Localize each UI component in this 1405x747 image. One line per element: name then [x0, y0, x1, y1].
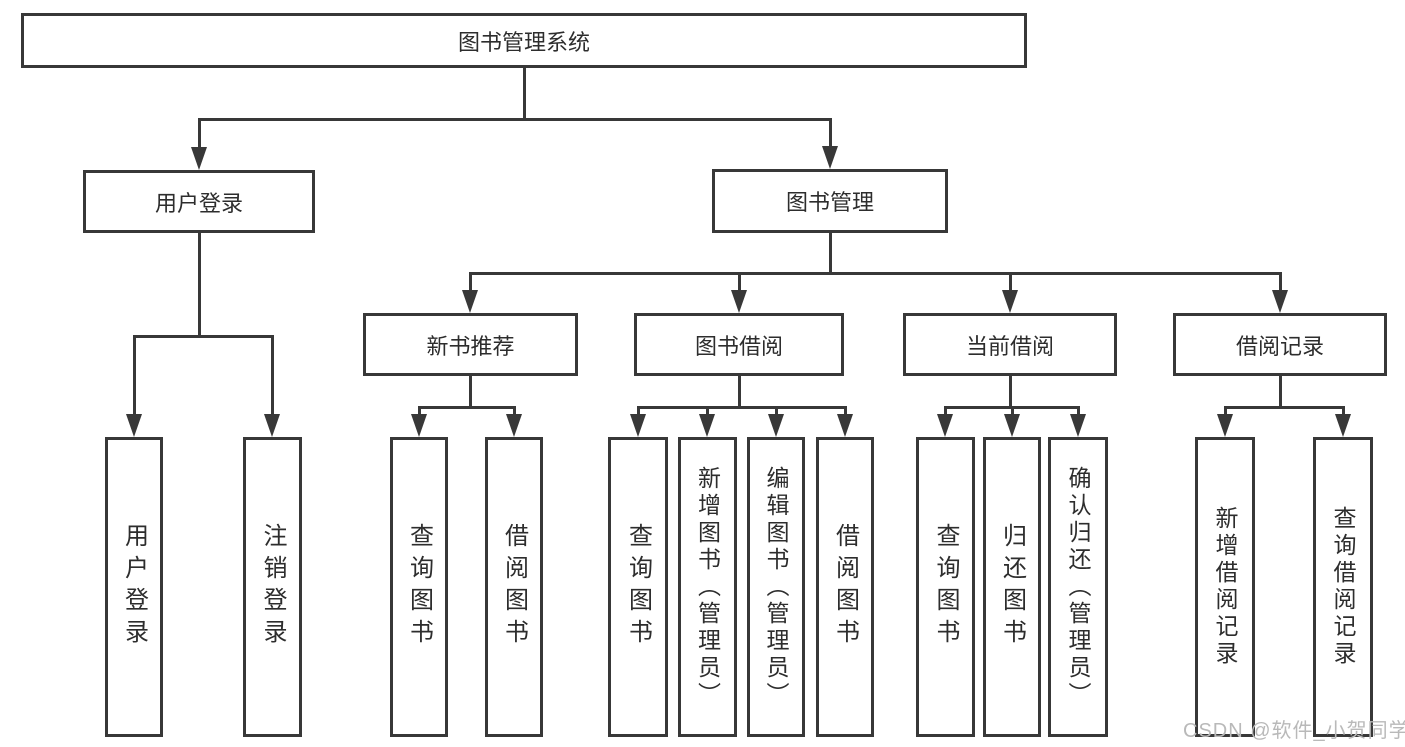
connector-1-drop-0: [132, 336, 136, 417]
leaf-confirm-return-label: 确认归还（管理员）: [1065, 465, 1091, 709]
root-system-label: 图书管理系统: [457, 29, 590, 55]
user-login-module-label: 用户登录: [154, 190, 243, 216]
leaf-edit-book-admin-box: 编辑图书（管理员）: [747, 437, 805, 737]
book-management-module-box: 图书管理: [712, 169, 948, 233]
connector-0-stem: [522, 68, 526, 121]
leaf-add-borrow-record-box: 新增借阅记录: [1195, 437, 1255, 737]
connector-4-drop-2: [774, 407, 778, 417]
connector-1-drop-1: [270, 336, 274, 417]
leaf-borrow-book-rec-label: 借阅图书: [500, 523, 528, 651]
current-borrowing-label: 当前借阅: [965, 333, 1054, 359]
connector-0-arrowhead-0: [191, 147, 207, 170]
connector-6-bus: [1223, 405, 1345, 409]
connector-3-stem: [468, 376, 472, 409]
leaf-borrow-book-label: 借阅图书: [831, 523, 859, 651]
new-book-recommend-label: 新书推荐: [426, 333, 515, 359]
leaf-borrow-book-rec-box: 借阅图书: [485, 437, 543, 737]
connector-4-arrowhead-3: [837, 414, 853, 437]
leaf-add-book-admin-label: 新增图书（管理员）: [694, 465, 721, 709]
connector-5-drop-0: [943, 407, 947, 417]
connector-3-drop-1: [512, 407, 516, 417]
connector-5-drop-2: [1076, 407, 1080, 417]
connector-4-arrowhead-1: [699, 414, 715, 437]
connector-4-drop-0: [636, 407, 640, 417]
borrowing-records-label: 借阅记录: [1235, 333, 1324, 359]
connector-2-drop-0: [468, 273, 472, 293]
connector-2-stem: [828, 233, 832, 275]
connector-6-stem: [1278, 376, 1282, 409]
connector-6-drop-0: [1223, 407, 1227, 417]
connector-5-drop-1: [1010, 407, 1014, 417]
user-login-module-box: 用户登录: [83, 170, 315, 233]
leaf-user-login-box: 用户登录: [105, 437, 163, 737]
connector-3-arrowhead-0: [411, 414, 427, 437]
leaf-query-borrow-record-label: 查询借阅记录: [1330, 506, 1356, 668]
connector-0-drop-1: [828, 119, 832, 149]
connector-6-drop-1: [1341, 407, 1345, 417]
connector-1-stem: [197, 233, 201, 338]
connector-6-arrowhead-0: [1217, 414, 1233, 437]
connector-2-arrowhead-3: [1272, 290, 1288, 313]
connector-2-arrowhead-1: [731, 290, 747, 313]
leaf-add-borrow-record-label: 新增借阅记录: [1212, 506, 1238, 668]
connector-3-bus: [417, 405, 516, 409]
connector-5-arrowhead-1: [1004, 414, 1020, 437]
leaf-return-book-label: 归还图书: [998, 523, 1026, 651]
connector-6-arrowhead-1: [1335, 414, 1351, 437]
connector-0-bus: [197, 117, 832, 121]
connector-2-arrowhead-2: [1002, 290, 1018, 313]
book-borrowing-box: 图书借阅: [634, 313, 844, 376]
csdn-watermark: CSDN @软件_小贺同学: [1183, 720, 1405, 742]
leaf-borrow-book-box: 借阅图书: [816, 437, 874, 737]
leaf-user-login-label: 用户登录: [120, 523, 148, 651]
borrowing-records-box: 借阅记录: [1173, 313, 1387, 376]
connector-2-bus: [468, 271, 1282, 275]
leaf-add-book-admin-box: 新增图书（管理员）: [678, 437, 737, 737]
connector-5-stem: [1008, 376, 1012, 409]
leaf-query-borrow-record-box: 查询借阅记录: [1313, 437, 1373, 737]
leaf-query-book-rec-label: 查询图书: [405, 523, 433, 651]
connector-0-drop-0: [197, 119, 201, 150]
connector-1-arrowhead-0: [126, 414, 142, 437]
leaf-edit-book-admin-label: 编辑图书（管理员）: [763, 465, 789, 709]
new-book-recommend-box: 新书推荐: [363, 313, 578, 376]
connector-4-arrowhead-0: [630, 414, 646, 437]
leaf-return-book-box: 归还图书: [983, 437, 1041, 737]
leaf-logout-box: 注销登录: [243, 437, 302, 737]
connector-5-arrowhead-2: [1070, 414, 1086, 437]
book-borrowing-label: 图书借阅: [694, 333, 783, 359]
leaf-logout-label: 注销登录: [259, 523, 286, 651]
book-management-module-label: 图书管理: [785, 190, 874, 215]
connector-3-drop-0: [417, 407, 421, 417]
connector-5-arrowhead-0: [937, 414, 953, 437]
connector-4-arrowhead-2: [768, 414, 784, 437]
connector-2-drop-2: [1008, 273, 1012, 293]
connector-4-stem: [737, 376, 741, 409]
leaf-query-book-borrow-box: 查询图书: [608, 437, 668, 737]
root-system-box: 图书管理系统: [21, 13, 1027, 68]
leaf-query-book-rec-box: 查询图书: [390, 437, 448, 737]
connector-4-drop-3: [843, 407, 847, 417]
connector-1-bus: [132, 334, 274, 338]
connector-2-drop-1: [737, 273, 741, 293]
connector-0-arrowhead-1: [822, 146, 838, 169]
connector-2-arrowhead-0: [462, 290, 478, 313]
leaf-query-book-borrow-label: 查询图书: [624, 523, 652, 651]
connector-1-arrowhead-1: [264, 414, 280, 437]
connector-4-drop-1: [705, 407, 709, 417]
connector-3-arrowhead-1: [506, 414, 522, 437]
connector-2-drop-3: [1278, 273, 1282, 293]
leaf-confirm-return-box: 确认归还（管理员）: [1048, 437, 1108, 737]
leaf-query-book-cur-box: 查询图书: [916, 437, 975, 737]
current-borrowing-box: 当前借阅: [903, 313, 1117, 376]
leaf-query-book-cur-label: 查询图书: [932, 523, 959, 651]
connector-4-bus: [636, 405, 847, 409]
